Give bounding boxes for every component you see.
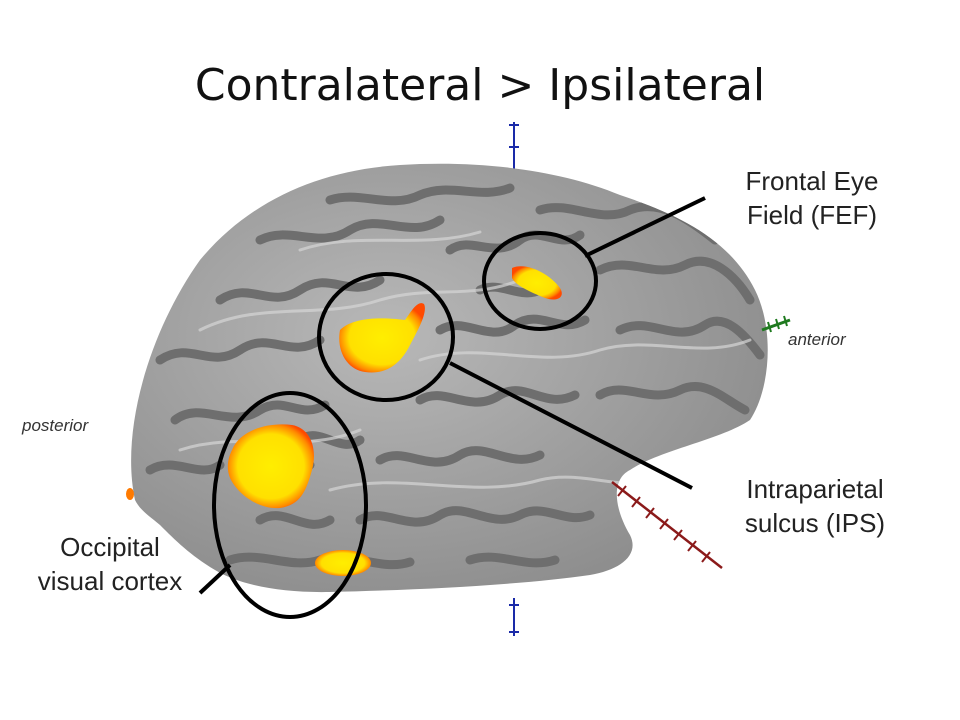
- posterior-label: posterior: [22, 416, 89, 435]
- axis-vertical-bottom: [509, 598, 519, 636]
- fef-label-line-1: Frontal Eye: [745, 166, 879, 196]
- activation-fef: [512, 266, 562, 300]
- occipital-leader-line: [198, 563, 232, 595]
- activation-posterior-edge: [126, 488, 134, 500]
- activation-occipital: [227, 424, 314, 509]
- occipital-circle: [212, 391, 368, 619]
- occipital-label: Occipital visual cortex: [10, 530, 210, 598]
- occipital-callout: [198, 391, 368, 619]
- fef-leader-line: [584, 196, 706, 258]
- fef-label: Frontal Eye Field (FEF): [712, 164, 912, 232]
- ips-callout: [317, 272, 693, 490]
- activation-occipital-lower: [315, 550, 371, 576]
- fef-callout: [482, 196, 706, 331]
- slide-title: Contralateral > Ipsilateral: [194, 60, 766, 111]
- ips-label: Intraparietal sulcus (IPS): [710, 472, 920, 540]
- fef-label-line-2: Field (FEF): [747, 200, 877, 230]
- occipital-label-line-1: Occipital: [60, 532, 160, 562]
- axis-anterior: [761, 315, 791, 333]
- occipital-label-line-2: visual cortex: [37, 566, 183, 596]
- ips-label-line-2: sulcus (IPS): [744, 508, 886, 538]
- ips-leader-line: [449, 361, 693, 490]
- ips-circle: [317, 272, 455, 402]
- fef-circle: [482, 231, 598, 331]
- activation-ips: [339, 303, 425, 373]
- axis-diagonal: [611, 481, 723, 569]
- ips-label-line-1: Intraparietal: [746, 474, 884, 504]
- anterior-label: anterior: [788, 330, 846, 349]
